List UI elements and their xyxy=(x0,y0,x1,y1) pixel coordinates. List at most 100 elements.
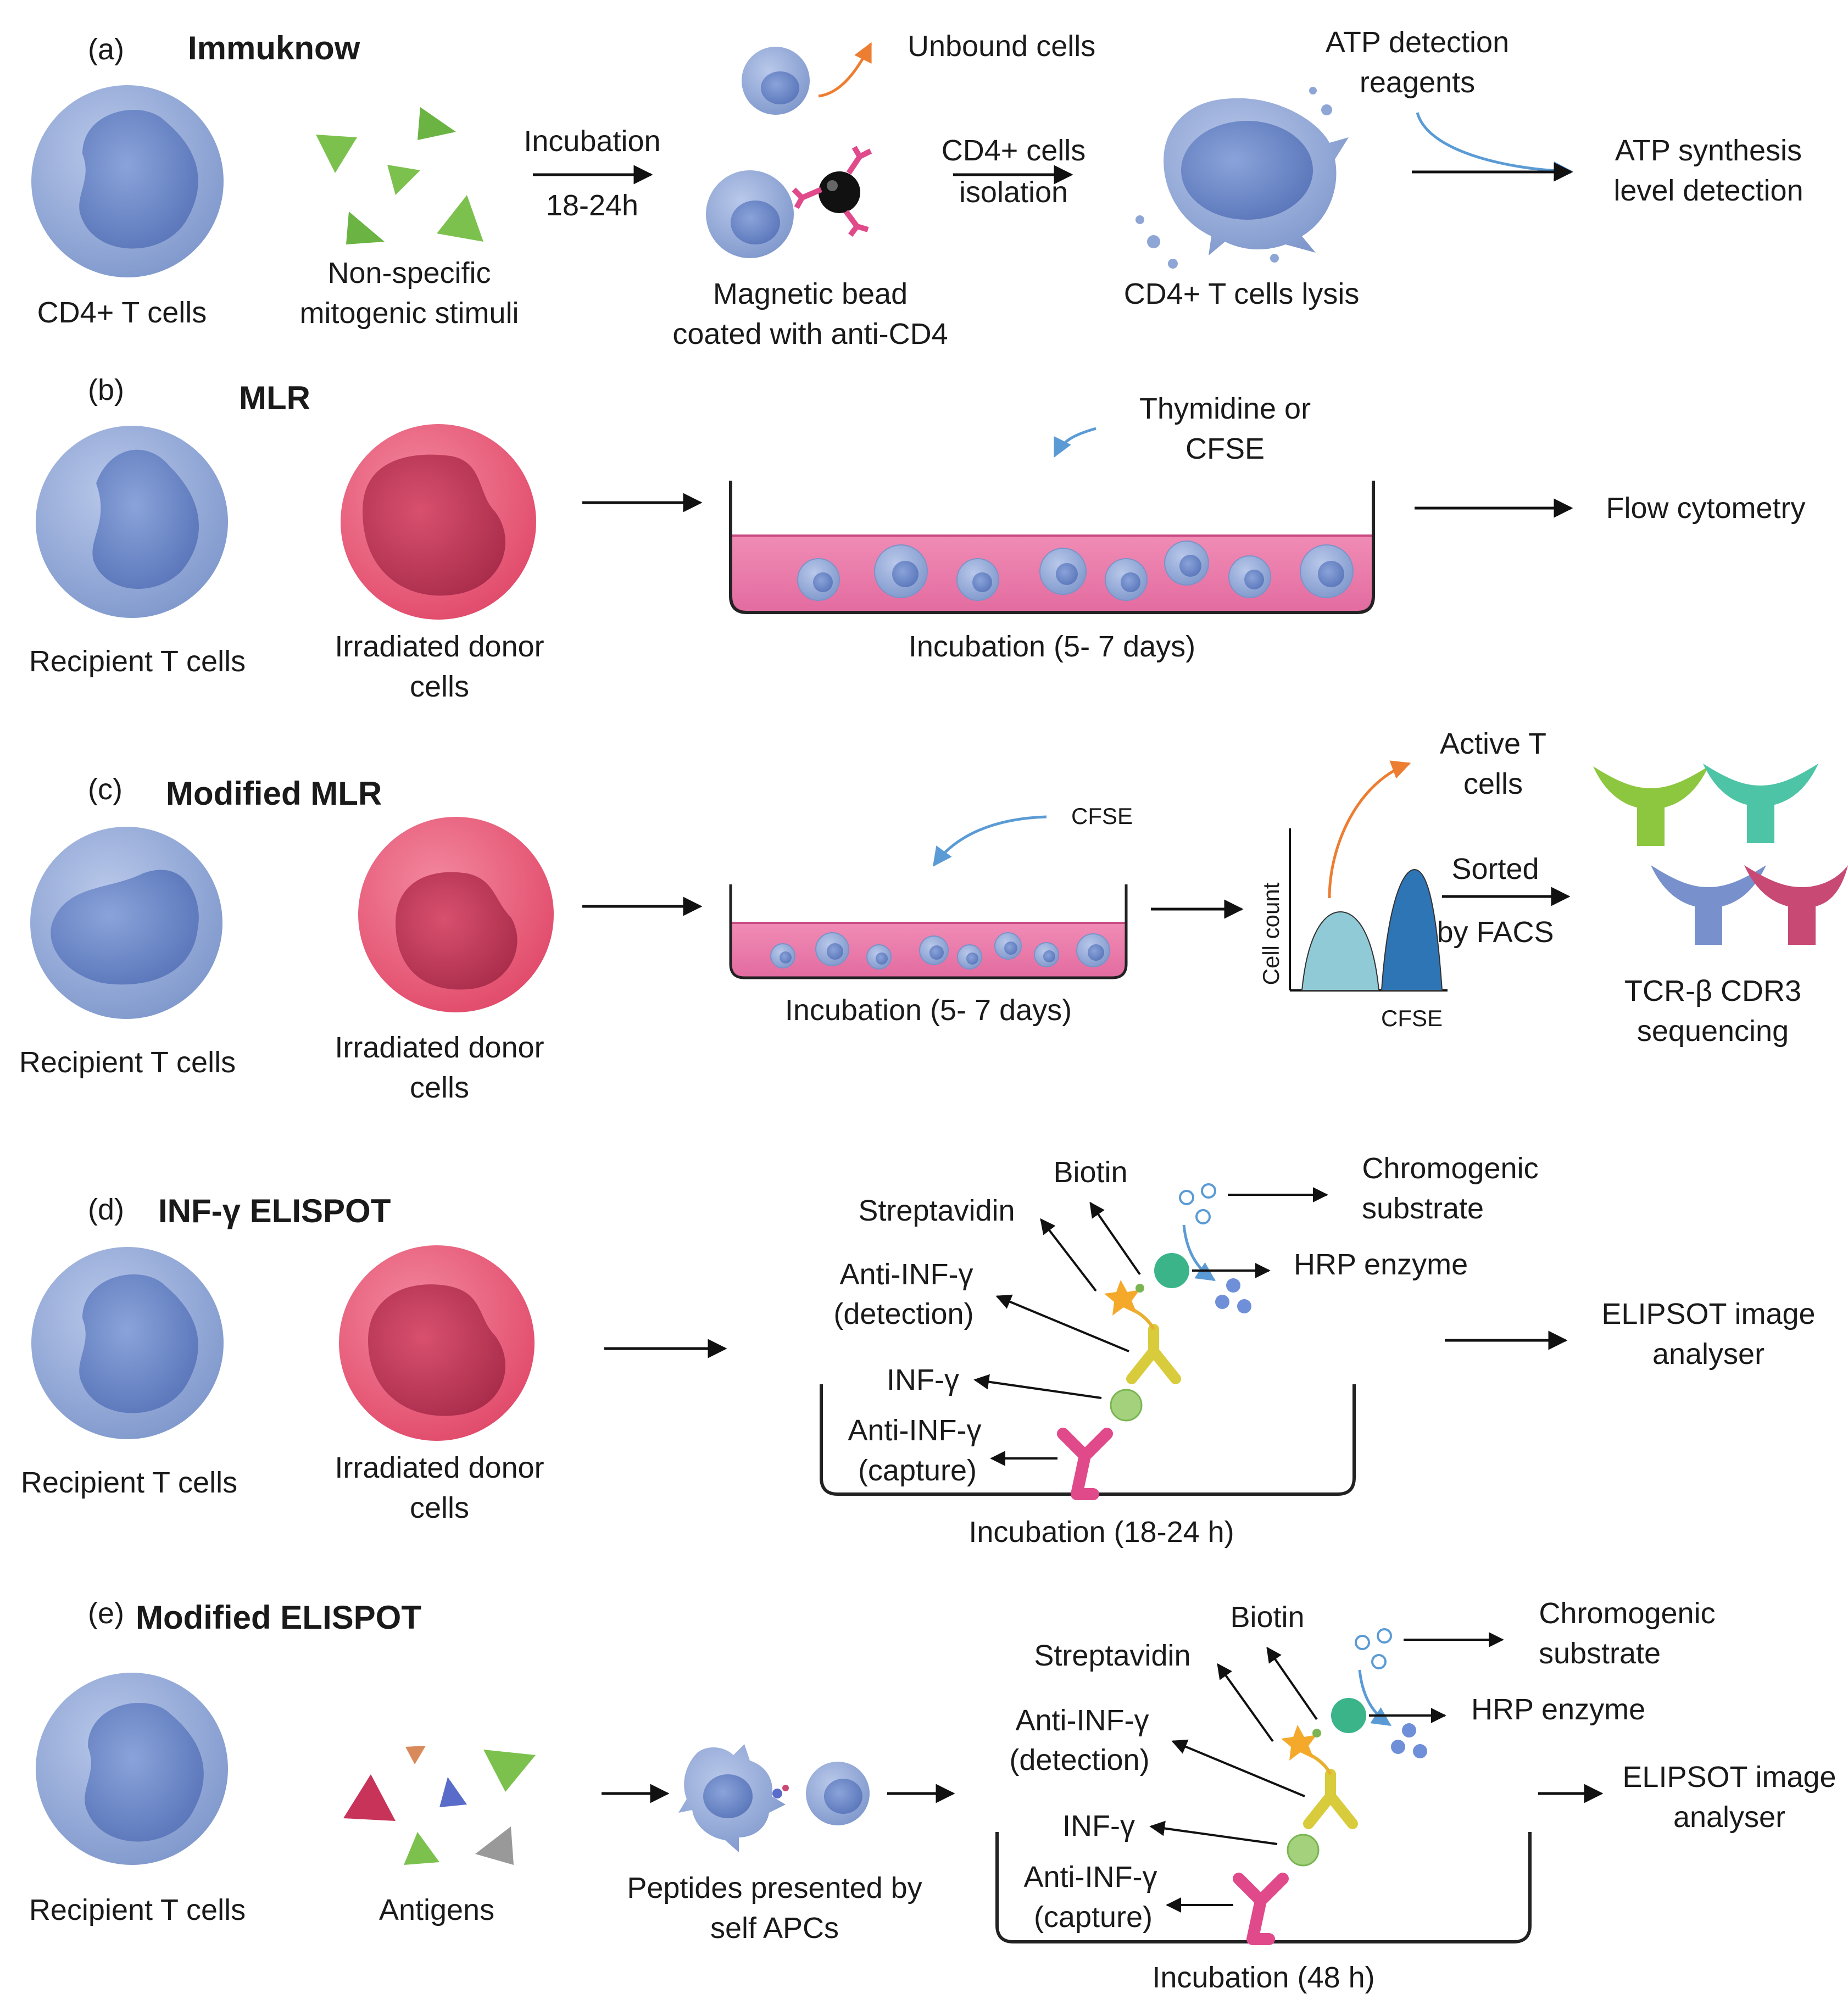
unbound-arrow xyxy=(818,42,872,98)
tcr-result-line2: sequencing xyxy=(1637,1015,1789,1048)
detection-antibody xyxy=(1126,1324,1181,1384)
reagent-label-line2: CFSE xyxy=(1185,432,1265,465)
streptavidin-pointer xyxy=(1217,1663,1274,1742)
bead-bound-cell-icon xyxy=(706,170,794,258)
inf-label: INF-γ xyxy=(887,1363,959,1396)
detection-pointer xyxy=(995,1294,1129,1352)
isolation-label-line1: CD4+ cells xyxy=(942,134,1086,167)
capture-antibody xyxy=(1233,1873,1289,1945)
incubation-label: Incubation (48 h) xyxy=(1152,1961,1374,1994)
analyser-label-line1: ELIPSOT image xyxy=(1601,1297,1815,1330)
donor-label-line2: cells xyxy=(410,1491,469,1524)
panel-e-tag: (e) xyxy=(88,1597,124,1630)
panel-e: (e) Modified ELISPOT Recipient T cells A… xyxy=(29,1597,1836,1994)
reagent-arrow xyxy=(1053,427,1096,458)
recipient-label: Recipient T cells xyxy=(21,1466,237,1499)
cfse-reagent-label: CFSE xyxy=(1071,803,1133,829)
analyser-label-line2: analyser xyxy=(1652,1338,1764,1371)
cd4-t-cells-label: CD4+ T cells xyxy=(37,296,207,329)
detection-label-line1: Anti-INF-γ xyxy=(1016,1704,1149,1737)
inf-pointer xyxy=(973,1374,1102,1399)
apc-label-line1: Peptides presented by xyxy=(627,1872,922,1904)
biotin-label: Biotin xyxy=(1053,1156,1127,1189)
streptavidin-icon xyxy=(1104,1280,1140,1316)
hrp-enzyme-icon xyxy=(1154,1253,1189,1288)
irradiated-donor-cell-icon xyxy=(339,1245,535,1441)
capture-label-line1: Anti-INF-γ xyxy=(848,1414,982,1447)
lysed-cell-icon xyxy=(1135,87,1349,269)
isolation-label-line2: isolation xyxy=(959,176,1068,209)
panel-d-tag: (d) xyxy=(88,1193,124,1226)
streptavidin-pointer xyxy=(1040,1218,1097,1292)
inf-gamma-molecule xyxy=(1287,1834,1320,1867)
streptavidin-label: Streptavidin xyxy=(858,1194,1015,1227)
recipient-label: Recipient T cells xyxy=(29,1893,246,1926)
irradiated-donor-cell-icon xyxy=(341,424,536,620)
incubation-label: Incubation (5- 7 days) xyxy=(785,994,1072,1027)
detection-antibody xyxy=(1303,1769,1358,1829)
active-label-line1: Active T xyxy=(1440,727,1546,760)
incubation-label: Incubation (5- 7 days) xyxy=(909,630,1195,663)
panel-a: (a) Immuknow CD4+ T cells Non-specific m… xyxy=(31,26,1804,350)
detection-pointer xyxy=(1171,1739,1305,1797)
capture-label-line2: (capture) xyxy=(858,1454,977,1487)
sort-label-line1: Sorted xyxy=(1451,853,1539,885)
donor-label-line1: Irradiated donor xyxy=(335,1031,544,1064)
mitogen-triangles-icon xyxy=(316,107,483,244)
analyser-label-line2: analyser xyxy=(1673,1801,1785,1834)
cfse-histogram: Cell count CFSE xyxy=(1258,828,1448,1031)
incubation-label: Incubation xyxy=(524,125,660,158)
biotin-pointer xyxy=(1266,1646,1318,1720)
reagents-label-line1: ATP detection xyxy=(1326,26,1509,59)
inf-label: INF-γ xyxy=(1062,1809,1135,1842)
active-label-line2: cells xyxy=(1463,767,1523,800)
recipient-t-cell-icon xyxy=(31,1247,224,1439)
reagent-label-line1: Thymidine or xyxy=(1139,392,1311,425)
donor-label-line1: Irradiated donor xyxy=(335,1451,544,1484)
atp-result-line1: ATP synthesis xyxy=(1615,134,1802,167)
unbound-cells-label: Unbound cells xyxy=(908,30,1095,63)
detection-label-line1: Anti-INF-γ xyxy=(840,1258,973,1291)
lysis-label: CD4+ T cells lysis xyxy=(1124,277,1360,310)
chromogenic-label-line1: Chromogenic xyxy=(1539,1597,1715,1630)
irradiated-donor-cell-icon xyxy=(358,817,554,1012)
recipient-t-cell-icon xyxy=(36,426,228,618)
atp-result-line2: level detection xyxy=(1613,174,1803,207)
hrp-label: HRP enzyme xyxy=(1471,1693,1645,1726)
apc-label-line2: self APCs xyxy=(710,1912,839,1945)
unbound-cell-icon xyxy=(742,47,810,115)
panel-c-tag: (c) xyxy=(88,773,123,806)
tcr-result-line1: TCR-β CDR3 xyxy=(1624,974,1801,1007)
capture-antibody xyxy=(1057,1428,1113,1500)
hrp-label: HRP enzyme xyxy=(1294,1248,1468,1281)
donor-label-line2: cells xyxy=(410,1071,469,1104)
reagents-label-line2: reagents xyxy=(1360,66,1475,99)
inf-pointer xyxy=(1149,1820,1278,1845)
donor-label-line1: Irradiated donor xyxy=(335,630,544,663)
recipient-t-cell-icon xyxy=(30,827,222,1019)
panel-d: (d) INF-γ ELISPOT Recipient T cells Irra… xyxy=(21,1152,1816,1549)
active-cells-arrow xyxy=(1328,760,1411,899)
incubation-time-label: 18-24h xyxy=(546,189,638,222)
streptavidin-label: Streptavidin xyxy=(1034,1639,1190,1672)
panel-b-tag: (b) xyxy=(88,374,124,406)
incubation-label: Incubation (18-24 h) xyxy=(968,1516,1234,1549)
hrp-enzyme-icon xyxy=(1331,1698,1366,1733)
apc-presentation-icon xyxy=(678,1744,870,1852)
cfse-arrow xyxy=(932,815,1047,867)
biotin-label: Biotin xyxy=(1230,1601,1304,1634)
recipient-label: Recipient T cells xyxy=(29,645,246,678)
antigens-label: Antigens xyxy=(379,1893,494,1926)
chromogenic-label-line2: substrate xyxy=(1539,1637,1661,1670)
culture-well-icon xyxy=(729,481,1375,614)
culture-well-icon xyxy=(729,884,1128,979)
flow-cytometry-label: Flow cytometry xyxy=(1606,492,1805,525)
panel-a-tag: (a) xyxy=(88,33,124,66)
detection-label-line2: (detection) xyxy=(833,1297,973,1330)
histogram-peak-resting xyxy=(1381,868,1443,991)
panel-b-title: MLR xyxy=(239,380,310,416)
capture-label-line1: Anti-INF-γ xyxy=(1024,1861,1157,1893)
donor-label-line2: cells xyxy=(410,670,469,703)
biotin-pointer xyxy=(1089,1201,1141,1276)
